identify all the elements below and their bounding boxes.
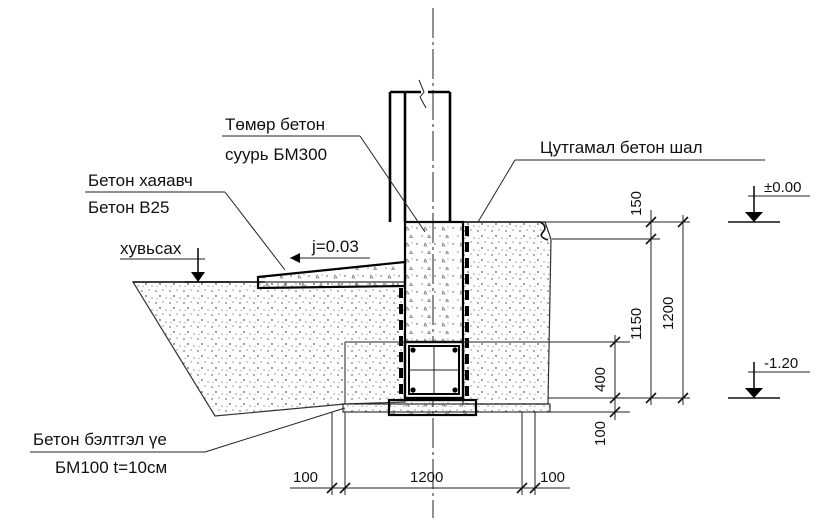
dim-right-1200: 1200 <box>660 297 677 330</box>
floor-top-wave <box>463 221 549 241</box>
sidewalk-label-2: Бетон В25 <box>88 198 169 217</box>
ground-level-label: хувьсах <box>120 239 182 258</box>
floor-leader <box>477 159 765 223</box>
rc-foundation-leader <box>222 135 426 233</box>
floor-label: Цутгамал бетон шал <box>540 138 703 157</box>
level-bottom-label: -1.20 <box>764 355 798 372</box>
sidewalk-leader <box>85 191 286 271</box>
slope-label: j=0.03 <box>311 237 359 256</box>
prep-label-2: БМ100 t=10см <box>55 458 167 477</box>
bottom-dimension-lines <box>290 412 570 495</box>
slope-arrow <box>290 253 370 263</box>
sidewalk-slab <box>256 260 407 290</box>
dim-bottom-left: 100 <box>293 469 318 486</box>
dim-right-1150: 1150 <box>628 308 645 340</box>
dim-right-100: 100 <box>592 421 609 446</box>
dim-right-400: 400 <box>592 367 609 392</box>
prep-label-1: Бетон бэлтгэл үе <box>33 430 167 449</box>
right-dimension-lines <box>480 210 690 420</box>
rebar-bars <box>410 347 458 393</box>
dim-bottom-right: 100 <box>540 469 565 486</box>
sidewalk-label-1: Бетон хаяавч <box>88 171 193 190</box>
footing <box>387 398 478 417</box>
dim-bottom-mid: 1200 <box>410 469 443 486</box>
level-marker-bottom <box>728 362 810 399</box>
rc-foundation-label-1: Төмөр бетон <box>225 115 325 134</box>
level-marker-top <box>728 186 810 223</box>
column-break-mark <box>418 79 427 109</box>
soil-left <box>131 281 406 417</box>
level-top-label: ±0.00 <box>764 179 801 196</box>
dim-right-150: 150 <box>628 191 645 216</box>
floor-fill-right <box>462 221 552 405</box>
prep-leader <box>30 407 346 453</box>
ground-level-marker <box>120 248 230 283</box>
rc-foundation-label-2: суурь БМ300 <box>225 145 327 164</box>
column <box>388 90 452 222</box>
